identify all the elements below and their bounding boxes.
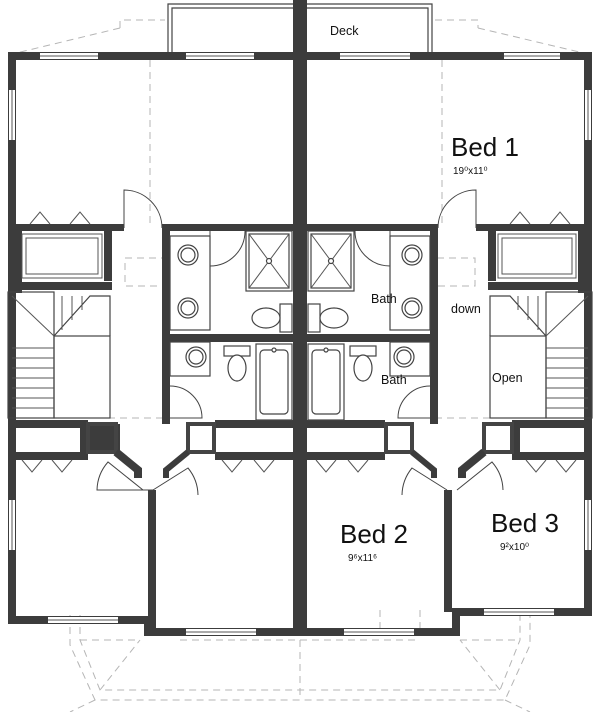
bath-fixtures: [169, 230, 431, 421]
exterior-walls: [8, 0, 592, 636]
down-label: down: [451, 302, 481, 316]
bed1-label: Bed 1: [451, 132, 519, 162]
bath-upper-label: Bath: [371, 292, 397, 306]
bed3-label: Bed 3: [491, 508, 559, 538]
bed2-label: Bed 2: [340, 519, 408, 549]
labels: Deck Bed 1 19⁰x11⁰ Bath down Open Bath B…: [330, 24, 559, 564]
bed1-dimensions: 19⁰x11⁰: [453, 166, 488, 177]
bed2-dimensions: 9⁶x11⁶: [348, 553, 377, 564]
bed3-dimensions: 9²x10⁰: [500, 542, 529, 553]
interior-walls: [7, 224, 593, 632]
open-label: Open: [492, 371, 523, 385]
bath-lower-label: Bath: [381, 373, 407, 387]
stairs: [11, 295, 589, 419]
closets: [21, 211, 577, 473]
windows: [9, 53, 591, 635]
deck-label: Deck: [330, 24, 359, 38]
doors: [96, 189, 504, 496]
